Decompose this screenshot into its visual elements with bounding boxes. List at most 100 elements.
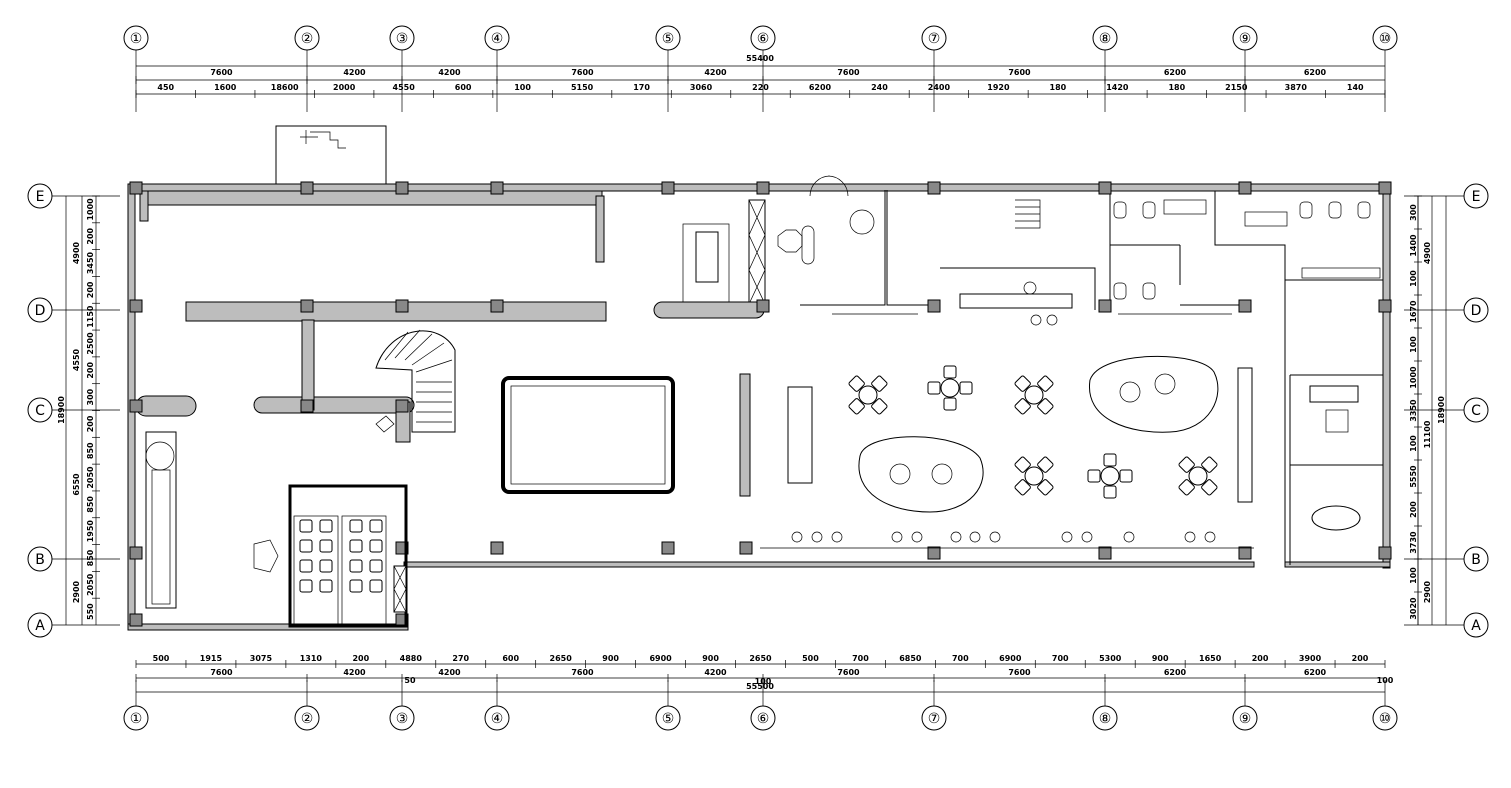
column [1098,299,1112,313]
column [756,181,770,195]
spiral-stair [375,330,456,433]
right-span-dimension: 2900 [1423,580,1432,603]
reception-chair [1023,281,1037,295]
dimension-value: 700 [1052,654,1069,663]
office-chair [299,559,313,573]
grid-bubble-col-1-bottom: ① [123,705,149,731]
grid-col-label: ⑨ [1239,711,1252,727]
right-span-dimension: 11100 [1423,420,1432,448]
dimension-value: 240 [871,83,888,92]
central-display-outer [501,376,675,494]
dimension-value: 3075 [250,654,273,663]
dimension-value: 2050 [86,466,95,489]
dimension-value: 850 [86,496,95,513]
grid-bubble-col-4-bottom: ④ [484,705,510,731]
phone-booth [253,539,279,573]
office-chair [349,579,363,593]
booth-north [1089,355,1219,433]
entrance-wall [800,190,928,306]
dimension-value: 4880 [400,654,423,663]
stool [811,531,823,543]
grid-col-label: ⑤ [662,31,675,47]
dimension-value: 900 [1152,654,1169,663]
dimension-value: 1150 [86,305,95,328]
window-stools [791,531,1216,543]
office-desk-block [293,515,339,627]
grid-bubble-col-8-top: ⑧ [1092,25,1118,51]
long-counter-1 [739,373,751,497]
column [395,181,409,195]
stool [1081,531,1093,543]
dimension-value: 200 [86,415,95,432]
booth-north-table-2 [1154,373,1176,395]
spiral-stair-treads [384,329,453,423]
grid-bubble-row-C-left: C [27,397,53,423]
dimension-value: 140 [1347,83,1364,92]
dimension-value: 18600 [271,83,299,92]
entrance-door-swing [809,175,849,197]
grid-col-label: ⑧ [1099,31,1112,47]
grid-bubble-col-1-top: ① [123,25,149,51]
grid-bubble-col-2-top: ② [294,25,320,51]
dimension-value: 100 [1409,435,1418,452]
dimension-value: 850 [86,549,95,566]
dimension-value: 100 [514,83,531,92]
grid-col-label: ① [130,711,143,727]
dimension-value: 100 [1409,567,1418,584]
office-desk-block [341,515,387,627]
entrance-table [849,209,875,235]
grid-bubble-row-A-right: A [1463,612,1489,638]
dimension-value: 300 [86,388,95,405]
dimension-value: 200 [86,362,95,379]
grid-row-label: B [35,552,45,568]
dimension-value: 3020 [1409,597,1418,620]
dimension-value: 200 [86,281,95,298]
dimension-value: 1400 [1409,234,1418,257]
column [1238,181,1252,195]
top-total-dimension: 55400 [746,54,774,63]
column [739,541,753,555]
booth-south-table-2 [931,463,953,485]
column [490,299,504,313]
dimension-value: 2500 [86,332,95,355]
dimension-value: 170 [633,83,650,92]
office-chair [319,539,333,553]
grid-bubble-col-6-top: ⑥ [750,25,776,51]
dimension-value: 5150 [571,83,594,92]
grid-col-label: ④ [491,711,504,727]
grid-col-label: ② [301,711,314,727]
dimension-value: 500 [153,654,170,663]
dimension-value: 1650 [1199,654,1222,663]
west-counter-round [145,441,175,471]
bay-dimension: 6200 [1164,68,1187,77]
right-span-dimension: 4900 [1423,241,1432,264]
stool [831,531,843,543]
east-room-walls [1289,374,1383,565]
stool [911,531,923,543]
column [1378,546,1392,560]
column [129,613,143,627]
grid-row-label: B [1471,552,1481,568]
column [1378,181,1392,195]
grid-col-label: ⑨ [1239,31,1252,47]
column [395,299,409,313]
grid-bubble-col-7-top: ⑦ [921,25,947,51]
dimension-value: 4550 [393,83,416,92]
long-counter-3 [1237,367,1253,503]
grid-col-label: ② [301,31,314,47]
lounge-sofa [1309,385,1359,403]
grid-col-label: ⑤ [662,711,675,727]
dimension-value: 200 [1352,654,1369,663]
stair-partition-vertical [301,319,315,411]
office-storage [393,565,407,613]
grid-row-label: A [35,618,45,634]
dining-table-set [1087,453,1133,499]
office-chair [319,559,333,573]
grid-row-label: C [35,403,45,419]
column [1238,546,1252,560]
dimension-value: 6900 [649,654,672,663]
grid-col-label: ③ [396,711,409,727]
dimension-value: 5550 [1409,465,1418,488]
